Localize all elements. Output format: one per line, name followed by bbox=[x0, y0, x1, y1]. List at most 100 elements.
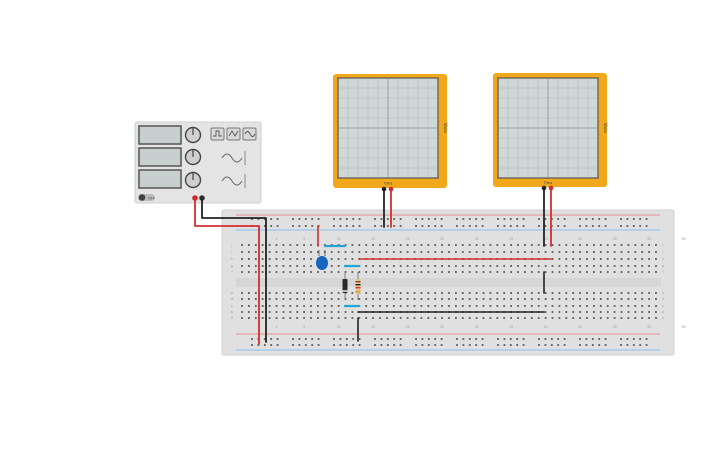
breadboard-hole[interactable] bbox=[303, 311, 305, 313]
breadboard-hole[interactable] bbox=[475, 292, 478, 294]
breadboard-hole[interactable] bbox=[606, 311, 609, 313]
breadboard-hole[interactable] bbox=[420, 271, 423, 273]
breadboard-hole[interactable] bbox=[365, 244, 368, 246]
breadboard-hole[interactable] bbox=[648, 298, 650, 300]
breadboard-hole[interactable] bbox=[406, 292, 409, 294]
rail-hole[interactable] bbox=[292, 344, 294, 346]
rail-hole[interactable] bbox=[639, 344, 642, 346]
breadboard-hole[interactable] bbox=[448, 305, 450, 307]
rail-hole[interactable] bbox=[276, 218, 279, 220]
rail-hole[interactable] bbox=[251, 218, 253, 220]
breadboard-hole[interactable] bbox=[372, 292, 374, 294]
rail-hole[interactable] bbox=[292, 338, 294, 340]
breadboard-hole[interactable] bbox=[379, 292, 381, 294]
breadboard-hole[interactable] bbox=[565, 292, 568, 294]
breadboard-hole[interactable] bbox=[399, 265, 402, 267]
breadboard-hole[interactable] bbox=[351, 311, 354, 313]
breadboard-hole[interactable] bbox=[241, 317, 243, 319]
breadboard-hole[interactable] bbox=[241, 271, 243, 273]
breadboard-hole[interactable] bbox=[530, 271, 533, 273]
breadboard-hole[interactable] bbox=[330, 258, 333, 260]
breadboard-hole[interactable] bbox=[337, 311, 340, 313]
rail-hole[interactable] bbox=[620, 344, 622, 346]
breadboard-hole[interactable] bbox=[386, 292, 388, 294]
rail-hole[interactable] bbox=[415, 344, 417, 346]
rail-hole[interactable] bbox=[544, 338, 547, 340]
breadboard-hole[interactable] bbox=[386, 317, 388, 319]
rail-hole[interactable] bbox=[304, 225, 307, 227]
rail-hole[interactable] bbox=[503, 344, 506, 346]
breadboard-hole[interactable] bbox=[565, 317, 568, 319]
breadboard-hole[interactable] bbox=[489, 317, 492, 319]
breadboard-hole[interactable] bbox=[406, 317, 409, 319]
breadboard-hole[interactable] bbox=[482, 244, 485, 246]
breadboard-hole[interactable] bbox=[337, 251, 340, 253]
breadboard-hole[interactable] bbox=[310, 244, 312, 246]
breadboard-hole[interactable] bbox=[627, 292, 630, 294]
breadboard-hole[interactable] bbox=[475, 305, 478, 307]
rail-hole[interactable] bbox=[251, 338, 253, 340]
breadboard-hole[interactable] bbox=[503, 265, 506, 267]
breadboard-hole[interactable] bbox=[303, 271, 305, 273]
breadboard-hole[interactable] bbox=[565, 305, 568, 307]
rail-hole[interactable] bbox=[386, 225, 389, 227]
breadboard-hole[interactable] bbox=[323, 311, 326, 313]
breadboard-hole[interactable] bbox=[551, 292, 554, 294]
breadboard-hole[interactable] bbox=[420, 298, 423, 300]
breadboard-hole[interactable] bbox=[344, 271, 347, 273]
rail-hole[interactable] bbox=[415, 218, 417, 220]
rail-hole[interactable] bbox=[393, 338, 396, 340]
breadboard-hole[interactable] bbox=[282, 251, 285, 253]
breadboard-hole[interactable] bbox=[586, 251, 588, 253]
rail-hole[interactable] bbox=[497, 225, 499, 227]
breadboard-hole[interactable] bbox=[558, 298, 561, 300]
breadboard-hole[interactable] bbox=[372, 265, 374, 267]
breadboard-hole[interactable] bbox=[599, 258, 602, 260]
rail-hole[interactable] bbox=[345, 344, 348, 346]
breadboard-hole[interactable] bbox=[310, 305, 312, 307]
breadboard-hole[interactable] bbox=[275, 292, 278, 294]
breadboard-hole[interactable] bbox=[565, 251, 568, 253]
breadboard-hole[interactable] bbox=[648, 271, 650, 273]
breadboard-hole[interactable] bbox=[406, 265, 409, 267]
breadboard-hole[interactable] bbox=[593, 265, 595, 267]
breadboard-hole[interactable] bbox=[627, 317, 630, 319]
breadboard-hole[interactable] bbox=[544, 292, 547, 294]
breadboard-hole[interactable] bbox=[275, 305, 278, 307]
rail-hole[interactable] bbox=[352, 344, 355, 346]
breadboard-hole[interactable] bbox=[655, 298, 657, 300]
breadboard-hole[interactable] bbox=[482, 305, 485, 307]
breadboard-hole[interactable] bbox=[337, 258, 340, 260]
breadboard-hole[interactable] bbox=[620, 305, 623, 307]
breadboard-hole[interactable] bbox=[455, 317, 457, 319]
breadboard-hole[interactable] bbox=[620, 298, 623, 300]
breadboard-hole[interactable] bbox=[468, 305, 471, 307]
breadboard-hole[interactable] bbox=[296, 244, 299, 246]
breadboard-hole[interactable] bbox=[241, 258, 243, 260]
breadboard-hole[interactable] bbox=[413, 305, 416, 307]
sine-wave-button[interactable] bbox=[242, 127, 257, 141]
breadboard-hole[interactable] bbox=[482, 317, 485, 319]
breadboard-hole[interactable] bbox=[441, 271, 443, 273]
breadboard-hole[interactable] bbox=[448, 251, 450, 253]
breadboard-hole[interactable] bbox=[613, 317, 616, 319]
breadboard-hole[interactable] bbox=[641, 251, 644, 253]
breadboard-hole[interactable] bbox=[655, 292, 657, 294]
breadboard-hole[interactable] bbox=[406, 305, 409, 307]
breadboard-hole[interactable] bbox=[579, 292, 581, 294]
breadboard-hole[interactable] bbox=[372, 271, 374, 273]
rail-hole[interactable] bbox=[434, 344, 437, 346]
rail-hole[interactable] bbox=[304, 338, 307, 340]
breadboard-hole[interactable] bbox=[248, 244, 250, 246]
breadboard-hole[interactable] bbox=[503, 292, 506, 294]
rail-hole[interactable] bbox=[620, 338, 622, 340]
rail-hole[interactable] bbox=[427, 225, 430, 227]
breadboard-hole[interactable] bbox=[648, 251, 650, 253]
breadboard-hole[interactable] bbox=[572, 244, 575, 246]
breadboard-hole[interactable] bbox=[330, 311, 333, 313]
rail-hole[interactable] bbox=[591, 218, 594, 220]
breadboard-hole[interactable] bbox=[503, 271, 506, 273]
breadboard-hole[interactable] bbox=[303, 317, 305, 319]
breadboard-hole[interactable] bbox=[427, 298, 430, 300]
breadboard-hole[interactable] bbox=[365, 298, 368, 300]
